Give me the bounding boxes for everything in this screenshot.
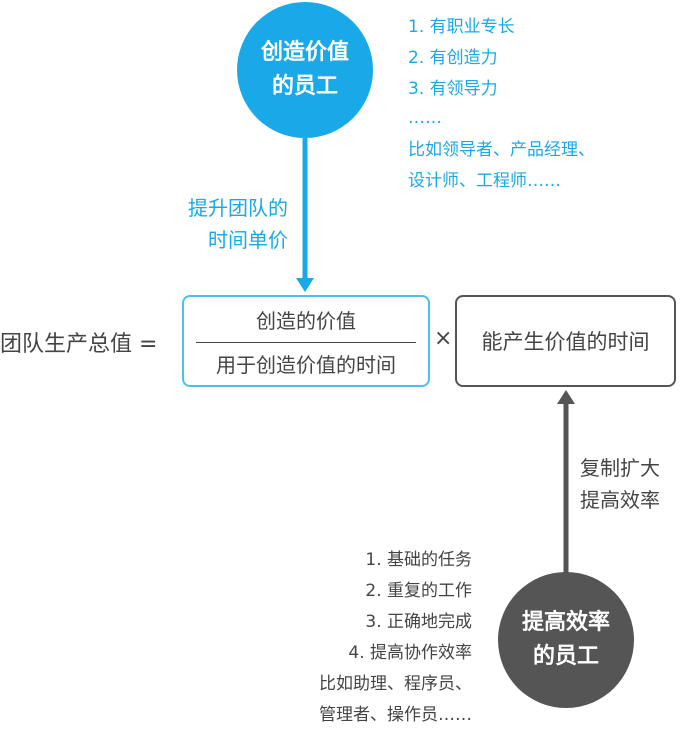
circle-label: 的员工 bbox=[532, 644, 599, 669]
list-item: 1. 基础的任务 bbox=[365, 550, 472, 570]
list-item: 2. 重复的工作 bbox=[365, 581, 472, 601]
unit-value-box: 创造的价值 用于创造价值的时间 bbox=[182, 295, 430, 387]
productive-time-label: 能产生价值的时间 bbox=[481, 330, 650, 354]
circle-label: 的员工 bbox=[271, 74, 338, 99]
value-creating-employee-circle: 创造价值的员工 bbox=[237, 2, 373, 138]
list-item: 3. 正确地完成 bbox=[365, 612, 472, 632]
denominator: 用于创造价值的时间 bbox=[216, 353, 396, 377]
arrow-label-line: 提升团队的 bbox=[188, 196, 288, 220]
fraction-bar bbox=[196, 342, 416, 343]
productive-time-box: 能产生价值的时间 bbox=[455, 295, 676, 387]
arrow-label-line: 提高效率 bbox=[580, 488, 660, 512]
top-list: 1. 有职业专长 2. 有创造力 3. 有领导力 …… 比如领导者、产品经理、 … bbox=[408, 12, 595, 197]
multiply-sign: × bbox=[434, 326, 453, 351]
list-item: 2. 有创造力 bbox=[408, 48, 498, 68]
efficiency-employee-circle: 提高效率的员工 bbox=[498, 572, 634, 708]
numerator: 创造的价值 bbox=[256, 309, 356, 333]
list-item: 比如助理、程序员、 bbox=[319, 674, 472, 694]
formula-left: 团队生产总值 = bbox=[0, 332, 158, 357]
arrow-label-line: 复制扩大 bbox=[580, 456, 660, 480]
down-arrow-head bbox=[296, 278, 314, 292]
up-arrow-head bbox=[557, 390, 575, 404]
list-item: 比如领导者、产品经理、 bbox=[408, 140, 595, 160]
list-item: 4. 提高协作效率 bbox=[348, 643, 472, 663]
bottom-list: 1. 基础的任务 2. 重复的工作 3. 正确地完成 4. 提高协作效率 比如助… bbox=[319, 545, 472, 731]
list-item: 3. 有领导力 bbox=[408, 79, 498, 99]
circle-label: 提高效率 bbox=[521, 610, 610, 635]
list-item: 管理者、操作员…… bbox=[319, 705, 472, 725]
bottom-arrow-label: 复制扩大 提高效率 bbox=[580, 452, 660, 516]
circle-label: 创造价值 bbox=[260, 40, 349, 65]
top-arrow-label: 提升团队的 时间单价 bbox=[188, 192, 288, 256]
list-item: 设计师、工程师…… bbox=[408, 171, 561, 191]
arrow-label-line: 时间单价 bbox=[208, 228, 288, 252]
list-item: 1. 有职业专长 bbox=[408, 17, 515, 37]
list-item: …… bbox=[408, 108, 442, 128]
